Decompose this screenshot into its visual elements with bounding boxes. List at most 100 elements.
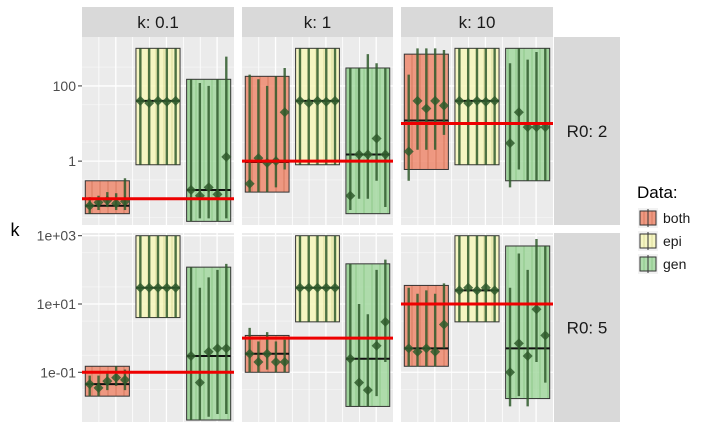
- point-marker: [221, 343, 232, 354]
- point-marker: [321, 96, 332, 107]
- point-marker: [312, 95, 323, 106]
- point-marker: [463, 98, 474, 109]
- point-marker: [505, 367, 516, 378]
- point-marker: [262, 348, 273, 359]
- point-marker: [480, 96, 491, 107]
- point-marker: [489, 95, 500, 106]
- panel-data: [401, 47, 553, 188]
- y-axis-layer: 100 1 1e+03 1e+01 1e-01: [37, 78, 82, 380]
- legend-title: Data:: [637, 183, 678, 202]
- point-marker: [472, 95, 482, 106]
- point-marker: [111, 198, 122, 209]
- point-marker: [144, 282, 155, 293]
- point-marker: [102, 376, 113, 387]
- panel-data: [242, 47, 393, 215]
- point-marker: [421, 103, 432, 114]
- point-marker: [412, 95, 423, 106]
- point-marker: [194, 377, 205, 388]
- point-marker: [153, 282, 163, 293]
- panel-data: [82, 47, 234, 222]
- point-marker: [380, 316, 391, 327]
- row-strip-label: R0: 5: [567, 319, 608, 338]
- row-strip: [554, 37, 620, 225]
- point-marker: [438, 100, 449, 111]
- point-marker: [186, 185, 197, 196]
- point-marker: [403, 343, 414, 354]
- point-marker: [321, 282, 332, 293]
- col-strip: [401, 7, 553, 37]
- point-marker: [170, 282, 181, 293]
- point-marker: [513, 107, 524, 118]
- point-marker: [135, 282, 146, 293]
- y-tick-label: 1: [68, 153, 76, 169]
- legend: Data: both epi gen: [637, 183, 690, 274]
- y-axis-title: k: [11, 220, 21, 240]
- point-marker: [170, 95, 181, 106]
- point-marker: [144, 98, 155, 109]
- point-marker: [221, 151, 232, 162]
- legend-item-gen: gen: [663, 256, 686, 272]
- point-marker: [303, 98, 314, 109]
- point-marker: [430, 346, 441, 357]
- y-tick-label: 100: [53, 78, 77, 94]
- col-strip: [82, 7, 234, 37]
- row-strip-label: R0: 2: [567, 122, 608, 141]
- col-strip-label: k: 0.1: [137, 13, 179, 32]
- point-marker: [244, 178, 255, 189]
- row-strip: [554, 233, 620, 422]
- panel-data: [401, 235, 553, 407]
- panel-data: [82, 235, 234, 421]
- point-marker: [438, 319, 449, 330]
- point-marker: [354, 149, 365, 160]
- y-tick-label: 1e+01: [37, 296, 77, 312]
- point-marker: [345, 190, 356, 201]
- point-marker: [153, 95, 163, 106]
- col-strip-label: k: 10: [459, 13, 496, 32]
- point-marker: [111, 372, 122, 383]
- point-marker: [354, 377, 365, 388]
- point-marker: [279, 357, 290, 368]
- point-marker: [371, 133, 382, 144]
- point-marker: [279, 107, 290, 118]
- point-marker: [505, 138, 516, 149]
- point-marker: [330, 95, 341, 106]
- point-marker: [312, 282, 323, 293]
- point-marker: [93, 382, 104, 393]
- legend-item-epi: epi: [663, 233, 682, 249]
- point-marker: [421, 343, 432, 354]
- point-marker: [161, 282, 172, 293]
- y-tick-label: 1e+03: [37, 228, 77, 244]
- point-marker: [522, 350, 533, 361]
- panels-layer: [82, 37, 553, 422]
- point-marker: [430, 95, 441, 106]
- point-marker: [362, 385, 373, 396]
- point-marker: [480, 282, 491, 293]
- point-marker: [84, 379, 95, 390]
- col-strip: [242, 7, 393, 37]
- point-marker: [135, 95, 146, 106]
- facet-strips: k: 0.1 k: 1 k: 10 R0: 2 R0: 5: [82, 7, 620, 422]
- point-marker: [454, 285, 465, 296]
- point-marker: [186, 350, 197, 361]
- point-marker: [161, 96, 172, 107]
- point-marker: [294, 282, 305, 293]
- point-marker: [412, 346, 423, 357]
- col-strip-label: k: 1: [304, 13, 331, 32]
- point-marker: [244, 348, 255, 359]
- panel-data: [242, 235, 393, 407]
- point-marker: [294, 95, 305, 106]
- legend-item-both: both: [663, 210, 690, 226]
- point-marker: [513, 338, 524, 349]
- point-marker: [84, 200, 95, 211]
- point-marker: [531, 304, 542, 315]
- point-marker: [119, 374, 130, 385]
- point-marker: [253, 357, 264, 368]
- y-tick-label: 1e-01: [40, 364, 76, 380]
- point-marker: [212, 189, 223, 200]
- point-marker: [489, 285, 500, 296]
- point-marker: [345, 353, 356, 364]
- point-marker: [463, 282, 474, 293]
- point-marker: [380, 149, 391, 160]
- point-marker: [540, 330, 551, 341]
- point-marker: [330, 282, 341, 293]
